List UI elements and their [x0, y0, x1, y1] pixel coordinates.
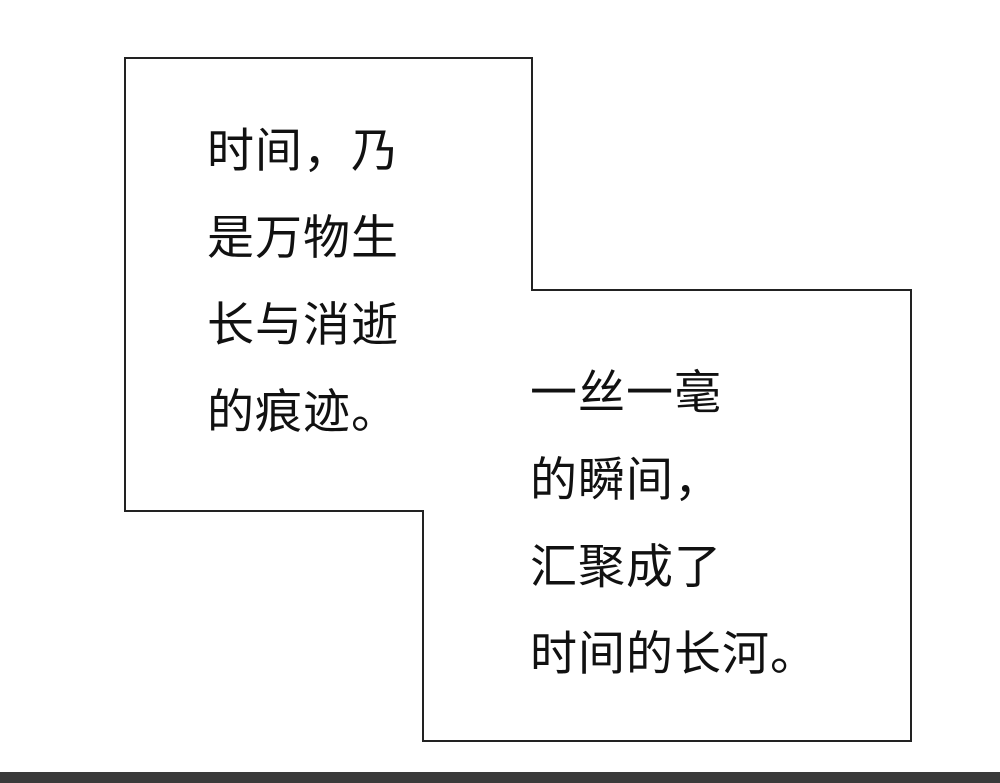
caption-1-line-3: 长与消逝 [207, 298, 399, 353]
caption-2-line-2: 的瞬间， [530, 453, 722, 508]
bottom-border-strip [0, 772, 1000, 783]
caption-text-2: 一丝一毫 的瞬间， 汇聚成了 时间的长河。 [530, 350, 818, 698]
caption-2-line-4: 时间的长河。 [530, 627, 818, 682]
caption-1-line-1: 时间，乃 [207, 124, 399, 179]
caption-2-line-3: 汇聚成了 [530, 540, 722, 595]
caption-1-line-4: 的痕迹。 [207, 385, 399, 440]
caption-2-line-1: 一丝一毫 [530, 366, 722, 421]
caption-text-1: 时间，乃 是万物生 长与消逝 的痕迹。 [207, 108, 399, 456]
caption-1-line-2: 是万物生 [207, 211, 399, 266]
